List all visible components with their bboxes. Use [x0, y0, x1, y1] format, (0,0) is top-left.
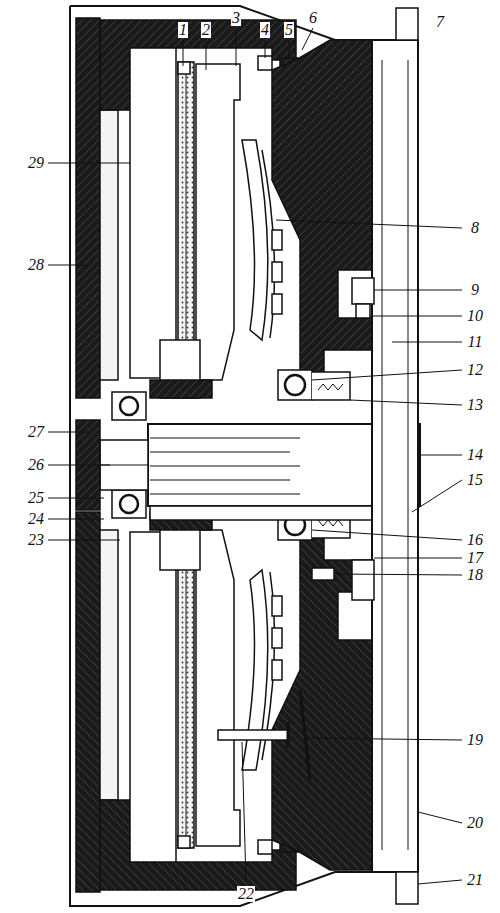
callout-number: 8 [470, 220, 480, 236]
callout-number: 20 [466, 815, 484, 831]
callout-number: 21 [466, 872, 484, 888]
callout-number: 3 [231, 10, 241, 26]
callout-number: 25 [27, 490, 45, 506]
callout-number: 13 [466, 397, 484, 413]
callout-number: 28 [27, 257, 45, 273]
callout-number: 12 [466, 362, 484, 378]
callout-number: 15 [466, 472, 484, 488]
callout-number: 4 [260, 22, 270, 38]
callout-number: 17 [466, 550, 484, 566]
callout-number: 27 [27, 424, 45, 440]
callout-number: 22 [237, 886, 255, 902]
callout-number: 23 [27, 532, 45, 548]
callout-number: 5 [284, 22, 294, 38]
callout-number: 10 [466, 308, 484, 324]
callout-number: 11 [467, 334, 484, 350]
callout-number: 19 [466, 732, 484, 748]
callout-number: 9 [470, 282, 480, 298]
callout-number: 29 [27, 155, 45, 171]
callout-number: 6 [308, 10, 318, 26]
callout-number: 16 [466, 532, 484, 548]
callout-number: 7 [435, 14, 445, 30]
callout-number: 1 [178, 22, 188, 38]
callout-number: 18 [466, 567, 484, 583]
callout-number: 2 [201, 22, 211, 38]
callout-number: 14 [466, 447, 484, 463]
callout-number: 24 [27, 511, 45, 527]
callout-number: 26 [27, 457, 45, 473]
